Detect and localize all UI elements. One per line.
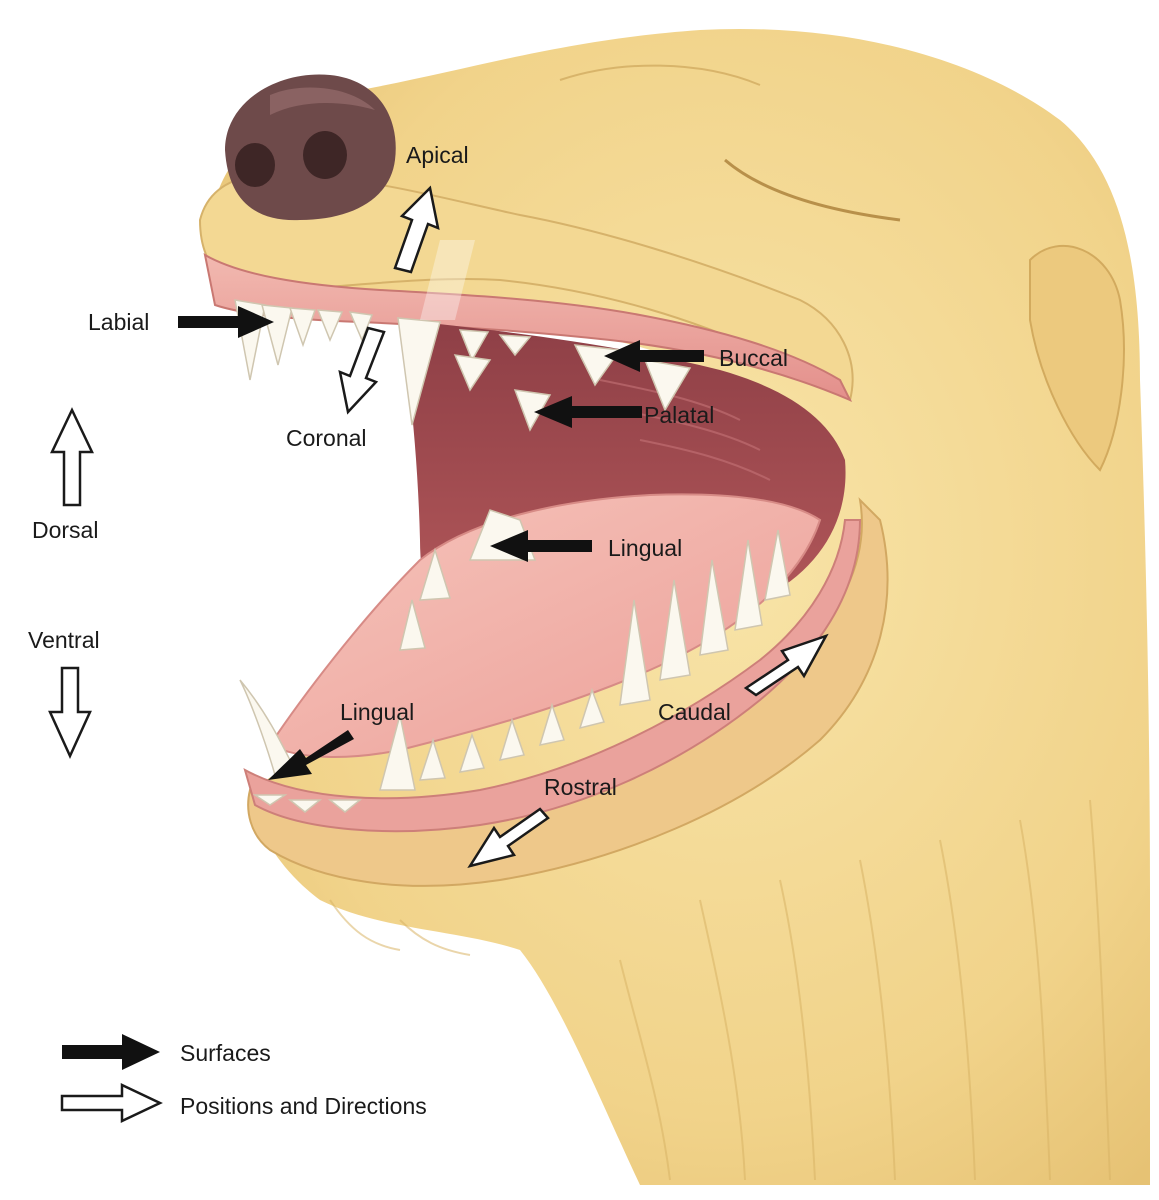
label-lingual-upper: Lingual	[608, 535, 682, 561]
label-coronal: Coronal	[286, 425, 367, 451]
closed-eye	[724, 158, 901, 222]
lingual-lower-arrow	[268, 730, 354, 780]
brow-fold	[559, 64, 761, 86]
label-ventral: Ventral	[28, 627, 100, 653]
palatal-arrow	[534, 396, 642, 428]
muzzle-highlight-band	[420, 240, 475, 320]
nose	[225, 74, 396, 221]
legend: Surfaces Positions and Directions	[60, 1034, 427, 1123]
dorsal-arrow	[50, 407, 94, 507]
legend-positions-label: Positions and Directions	[180, 1093, 427, 1119]
surface-arrows	[178, 306, 704, 780]
label-buccal: Buccal	[719, 345, 788, 371]
upper-teeth	[234, 299, 692, 432]
label-labial: Labial	[88, 309, 149, 335]
buccal-arrow	[604, 340, 704, 372]
lingual-upper-arrow	[490, 530, 592, 562]
label-dorsal: Dorsal	[32, 517, 98, 543]
legend-surfaces-label: Surfaces	[180, 1040, 271, 1066]
apical-arrow	[393, 185, 440, 274]
label-caudal: Caudal	[658, 699, 731, 725]
label-lingual-lower: Lingual	[340, 699, 414, 725]
label-rostral: Rostral	[544, 774, 617, 800]
ear	[1029, 244, 1125, 472]
label-palatal: Palatal	[644, 402, 714, 428]
label-apical: Apical	[406, 142, 469, 168]
coronal-arrow	[338, 326, 386, 415]
ventral-arrow	[48, 666, 92, 760]
dog-head-illustration	[198, 28, 1150, 1185]
labels: Apical Labial Coronal Buccal Palatal Dor…	[28, 142, 788, 800]
rostral-arrow	[467, 807, 550, 868]
legend-surfaces-arrow	[62, 1034, 160, 1070]
direction-arrows	[48, 185, 829, 868]
caudal-arrow	[743, 633, 829, 697]
fur-texture	[329, 799, 1111, 1181]
legend-positions-arrow	[60, 1083, 163, 1123]
labial-arrow	[178, 306, 274, 338]
